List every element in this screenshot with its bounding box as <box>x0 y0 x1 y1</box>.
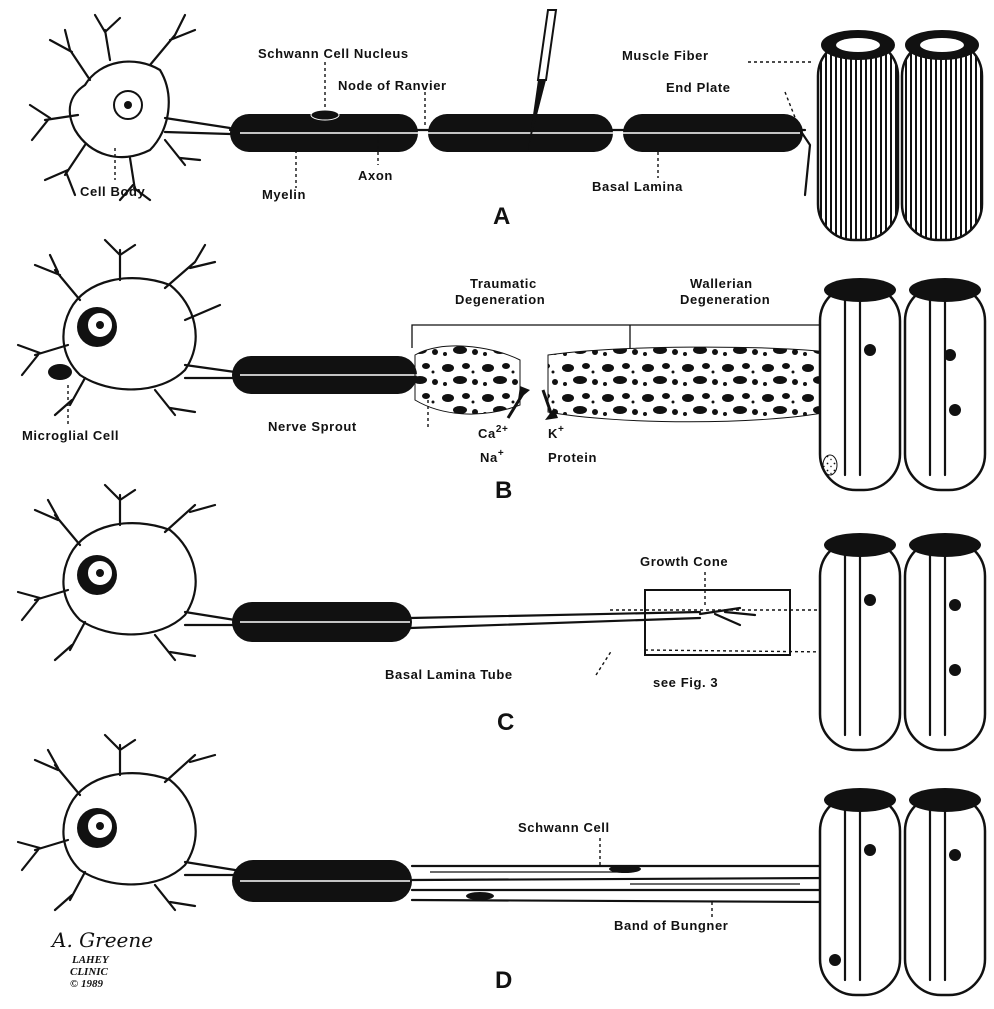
label-microglial-cell: Microglial Cell <box>22 428 119 443</box>
microglial-cell <box>48 364 72 380</box>
regenerating-axon <box>410 612 700 618</box>
label-schwann-cell-nucleus: Schwann Cell Nucleus <box>258 46 409 61</box>
artist-signature: A. Greene LAHEY CLINIC © 1989 <box>50 928 153 990</box>
label-protein: Protein <box>548 450 597 465</box>
label-ca: Ca <box>478 426 496 441</box>
label-muscle-fiber: Muscle Fiber <box>622 48 709 63</box>
label-na-charge: + <box>498 448 504 459</box>
label-band-of-bungner: Band of Bungner <box>614 918 728 933</box>
label-basal-lamina: Basal Lamina <box>592 179 683 194</box>
muscle-fibers-d <box>820 788 985 995</box>
label-basal-lamina-tube: Basal Lamina Tube <box>385 667 513 682</box>
neuron-cell-body-b <box>18 240 235 415</box>
panel-letter-d: D <box>495 967 512 994</box>
muscle-fibers-b <box>820 278 985 490</box>
wallerian-degeneration-zone <box>548 347 828 422</box>
label-cell-body: Cell Body <box>80 184 146 199</box>
label-myelin: Myelin <box>262 187 306 202</box>
neuron-cell-body-a <box>30 15 230 200</box>
muscle-fibers-a <box>818 31 982 240</box>
muscle-fibers-c <box>820 533 985 750</box>
label-traumatic: Traumatic <box>470 276 537 291</box>
signature-name: A. Greene <box>50 928 153 952</box>
label-traumatic-degeneration: Degeneration <box>455 292 545 307</box>
label-growth-cone: Growth Cone <box>640 554 728 569</box>
signature-line-1: LAHEY <box>71 954 110 966</box>
label-na: Na <box>480 450 498 465</box>
neuron-cell-body-d <box>18 735 235 910</box>
traumatic-degeneration-zone <box>415 346 520 414</box>
panel-letter-b: B <box>495 477 512 504</box>
panel-d: Schwann Cell Band of Bungner D <box>18 735 985 995</box>
schwann-nucleus <box>311 110 339 120</box>
label-axon: Axon <box>358 168 393 183</box>
band-of-bungner <box>412 865 830 902</box>
label-wallerian: Wallerian <box>690 276 753 291</box>
panel-a: Schwann Cell Nucleus Node of Ranvier Mus… <box>30 10 982 240</box>
label-schwann-cell: Schwann Cell <box>518 820 610 835</box>
label-see-fig-3: see Fig. 3 <box>653 675 718 690</box>
label-wallerian-degeneration: Degeneration <box>680 292 770 307</box>
label-k-charge: + <box>558 424 564 435</box>
panel-c: Growth Cone Basal Lamina Tube see Fig. 3… <box>18 485 985 750</box>
panel-letter-c: C <box>497 709 514 736</box>
schwann-cell <box>609 865 641 873</box>
label-node-of-ranvier: Node of Ranvier <box>338 78 447 93</box>
label-k: K <box>548 426 558 441</box>
myelinated-axon-a <box>230 110 805 152</box>
label-potassium: K+ <box>548 424 564 441</box>
label-end-plate: End Plate <box>666 80 731 95</box>
label-nerve-sprout: Nerve Sprout <box>268 419 357 434</box>
label-sodium: Na+ <box>480 448 504 465</box>
signature-line-3: © 1989 <box>70 978 103 990</box>
see-fig-3-box <box>645 590 790 655</box>
label-ca-charge: 2+ <box>496 424 509 435</box>
neuron-cell-body-c <box>18 485 235 660</box>
panel-b: Traumatic Degeneration Wallerian Degener… <box>18 240 985 504</box>
label-calcium: Ca2+ <box>478 424 508 441</box>
panel-letter-a: A <box>493 203 510 230</box>
signature-line-2: CLINIC <box>70 966 109 978</box>
